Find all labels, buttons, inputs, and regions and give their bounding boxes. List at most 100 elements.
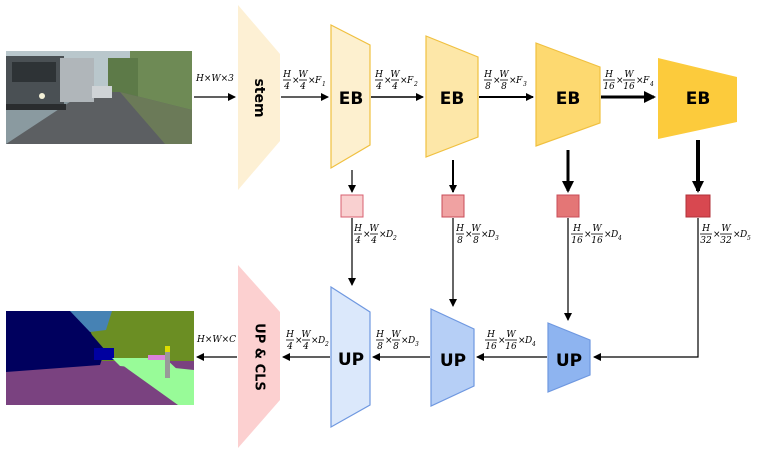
proj-dim-2-ch: D xyxy=(487,230,495,240)
decoder-label-3: UP xyxy=(556,351,582,371)
encoder-dim-4-sub: 4 xyxy=(649,81,654,88)
stem-label: stem xyxy=(251,78,267,117)
encoder-label-4: EB xyxy=(686,89,711,109)
encoder-dim-4-w: W xyxy=(624,70,634,80)
proj-square-1 xyxy=(340,194,364,218)
decoder-dim-3-times-2: × xyxy=(518,336,526,346)
decoder-dim-2-times-2: × xyxy=(401,336,409,346)
decoder-dim-3-h: H xyxy=(486,330,495,340)
encoder-block-2 xyxy=(425,35,479,158)
encoder-dim-2-h: H xyxy=(374,70,383,80)
decoder-dim-1-times-2: × xyxy=(311,336,319,346)
proj-dim-4-den-1: 32 xyxy=(700,236,712,246)
encoder-block-4 xyxy=(658,58,737,139)
encoder-block-3 xyxy=(535,42,601,147)
decoder-dim-1-sub: 2 xyxy=(324,341,329,348)
encoder-dim-3-den-2: 8 xyxy=(501,82,507,92)
proj-dim-4-ch: D xyxy=(739,230,747,240)
encoder-dim-2-times-2: × xyxy=(400,76,408,86)
encoder-dim-2-w: W xyxy=(390,70,400,80)
encoder-label-1: EB xyxy=(339,89,364,109)
proj-dim-1-den-2: 4 xyxy=(370,236,377,246)
decoder-block-2 xyxy=(430,308,475,407)
output-segmentation xyxy=(6,311,194,405)
proj-dim-2-times-1: × xyxy=(465,230,473,240)
encoder-dim-1-times-1: × xyxy=(292,76,300,86)
encoder-dim-4-ch: F xyxy=(642,76,650,86)
decoder-dim-3-den-1: 16 xyxy=(485,342,497,352)
proj-dim-4-w: W xyxy=(721,224,731,234)
decoder-dim-1-w: W xyxy=(301,330,311,340)
output-dim-label: H×W×C xyxy=(196,335,236,345)
encoder-dim-4-den-2: 16 xyxy=(623,82,635,92)
proj-dim-3-times-2: × xyxy=(604,230,612,240)
encoder-dim-1-sub: 1 xyxy=(322,81,326,88)
proj-dim-4-times-1: × xyxy=(713,230,721,240)
encoder-dim-3-den-1: 8 xyxy=(485,82,491,92)
encoder-dim-2-sub: 2 xyxy=(413,81,418,88)
decoder-block-1 xyxy=(330,285,371,429)
encoder-label-3: EB xyxy=(556,89,581,109)
encoder-dim-3-sub: 3 xyxy=(523,81,527,88)
proj-dim-3-times-1: × xyxy=(584,230,592,240)
input-image xyxy=(6,51,192,144)
proj-dim-3-den-1: 16 xyxy=(571,236,583,246)
proj-dim-1-times-2: × xyxy=(379,230,387,240)
decoder-label-2: UP xyxy=(440,351,466,371)
head-block xyxy=(238,265,280,448)
encoder-dim-1-ch: F xyxy=(314,76,322,86)
proj-dim-1-sub: 2 xyxy=(392,235,397,242)
proj-dim-4-sub: 5 xyxy=(747,235,751,242)
encoder-dim-3-ch: F xyxy=(515,76,523,86)
encoder-dim-3-h: H xyxy=(483,70,492,80)
encoder-dim-1-w: W xyxy=(298,70,308,80)
encoder-dim-3-w: W xyxy=(499,70,509,80)
proj-dim-3-den-2: 16 xyxy=(591,236,603,246)
decoder-dim-3-den-2: 16 xyxy=(505,342,517,352)
proj-dim-3-ch: D xyxy=(610,230,618,240)
decoder-block-3 xyxy=(547,322,591,393)
encoder-label-2: EB xyxy=(440,89,465,109)
proj-dim-3-w: W xyxy=(592,224,602,234)
encoder-dim-4-h: H xyxy=(604,70,613,80)
proj-dim-2-times-2: × xyxy=(481,230,489,240)
encoder-dim-2-ch: F xyxy=(406,76,414,86)
encoder-dim-3-times-2: × xyxy=(509,76,517,86)
decoder-dim-2-h: H xyxy=(375,330,384,340)
decoder-dim-2-ch: D xyxy=(407,336,415,346)
encoder-dim-2-den-1: 4 xyxy=(375,82,382,92)
input-dim-label: H×W×3 xyxy=(195,74,234,84)
proj-dim-4-den-2: 32 xyxy=(720,236,732,246)
encoder-dim-1-den-1: 4 xyxy=(283,82,290,92)
decoder-dim-1-h: H xyxy=(285,330,294,340)
decoder-dim-2-den-1: 8 xyxy=(377,342,383,352)
proj-dim-1-h: H xyxy=(353,224,362,234)
proj-dim-3-h: H xyxy=(572,224,581,234)
proj-dim-4-h: H xyxy=(701,224,710,234)
proj-square-2 xyxy=(441,194,465,218)
encoder-dim-4-times-2: × xyxy=(636,76,644,86)
decoder-dim-3-ch: D xyxy=(524,336,532,346)
decoder-dim-2-times-1: × xyxy=(385,336,393,346)
decoder-dim-2-w: W xyxy=(391,330,401,340)
encoder-dim-2-times-1: × xyxy=(384,76,392,86)
decoder-dim-1-den-1: 4 xyxy=(286,342,293,352)
decoder-dim-1-den-2: 4 xyxy=(302,342,309,352)
decoder-dim-2-den-2: 8 xyxy=(393,342,399,352)
encoder-dim-4-den-1: 16 xyxy=(603,82,615,92)
proj-dim-2-sub: 3 xyxy=(495,235,499,242)
proj-dim-2-w: W xyxy=(471,224,481,234)
stem-block xyxy=(238,5,280,190)
proj-dim-1-ch: D xyxy=(385,230,393,240)
encoder-dim-3-times-1: × xyxy=(493,76,501,86)
